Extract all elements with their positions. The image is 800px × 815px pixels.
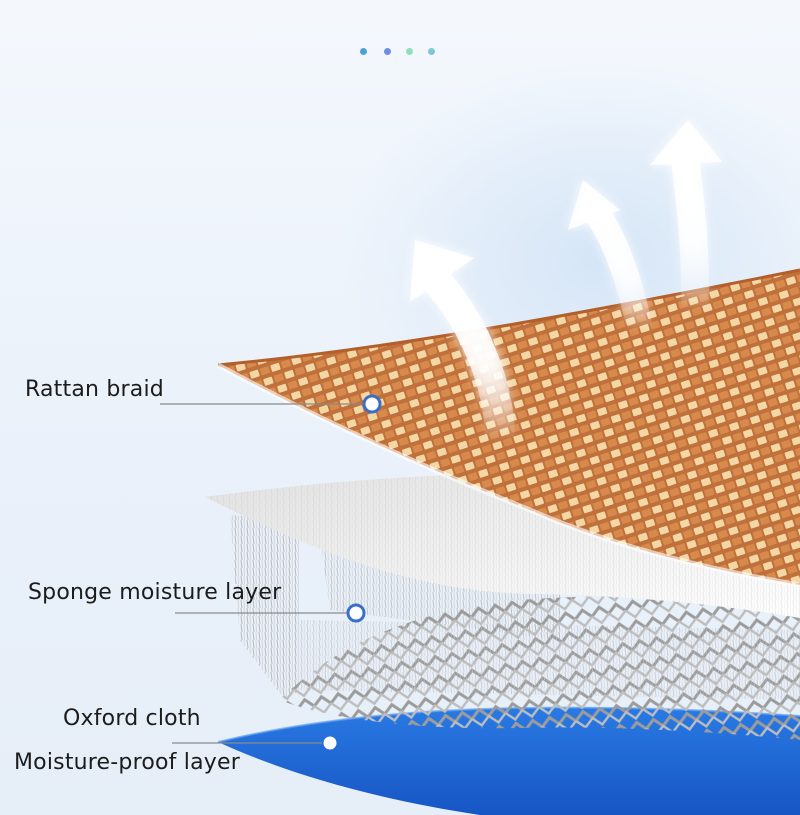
label-oxford-cloth: Oxford cloth xyxy=(63,708,201,730)
circle-marker-icon xyxy=(324,737,336,749)
circle-marker-icon xyxy=(348,605,364,621)
sponge-fibers-left xyxy=(230,515,300,700)
circle-marker-icon xyxy=(364,396,380,412)
label-sponge-moisture-layer: Sponge moisture layer xyxy=(28,582,281,604)
label-moisture-proof-layer: Moisture-proof layer xyxy=(14,752,240,774)
label-rattan-braid: Rattan braid xyxy=(25,379,164,401)
mesh-fibers xyxy=(300,620,800,700)
